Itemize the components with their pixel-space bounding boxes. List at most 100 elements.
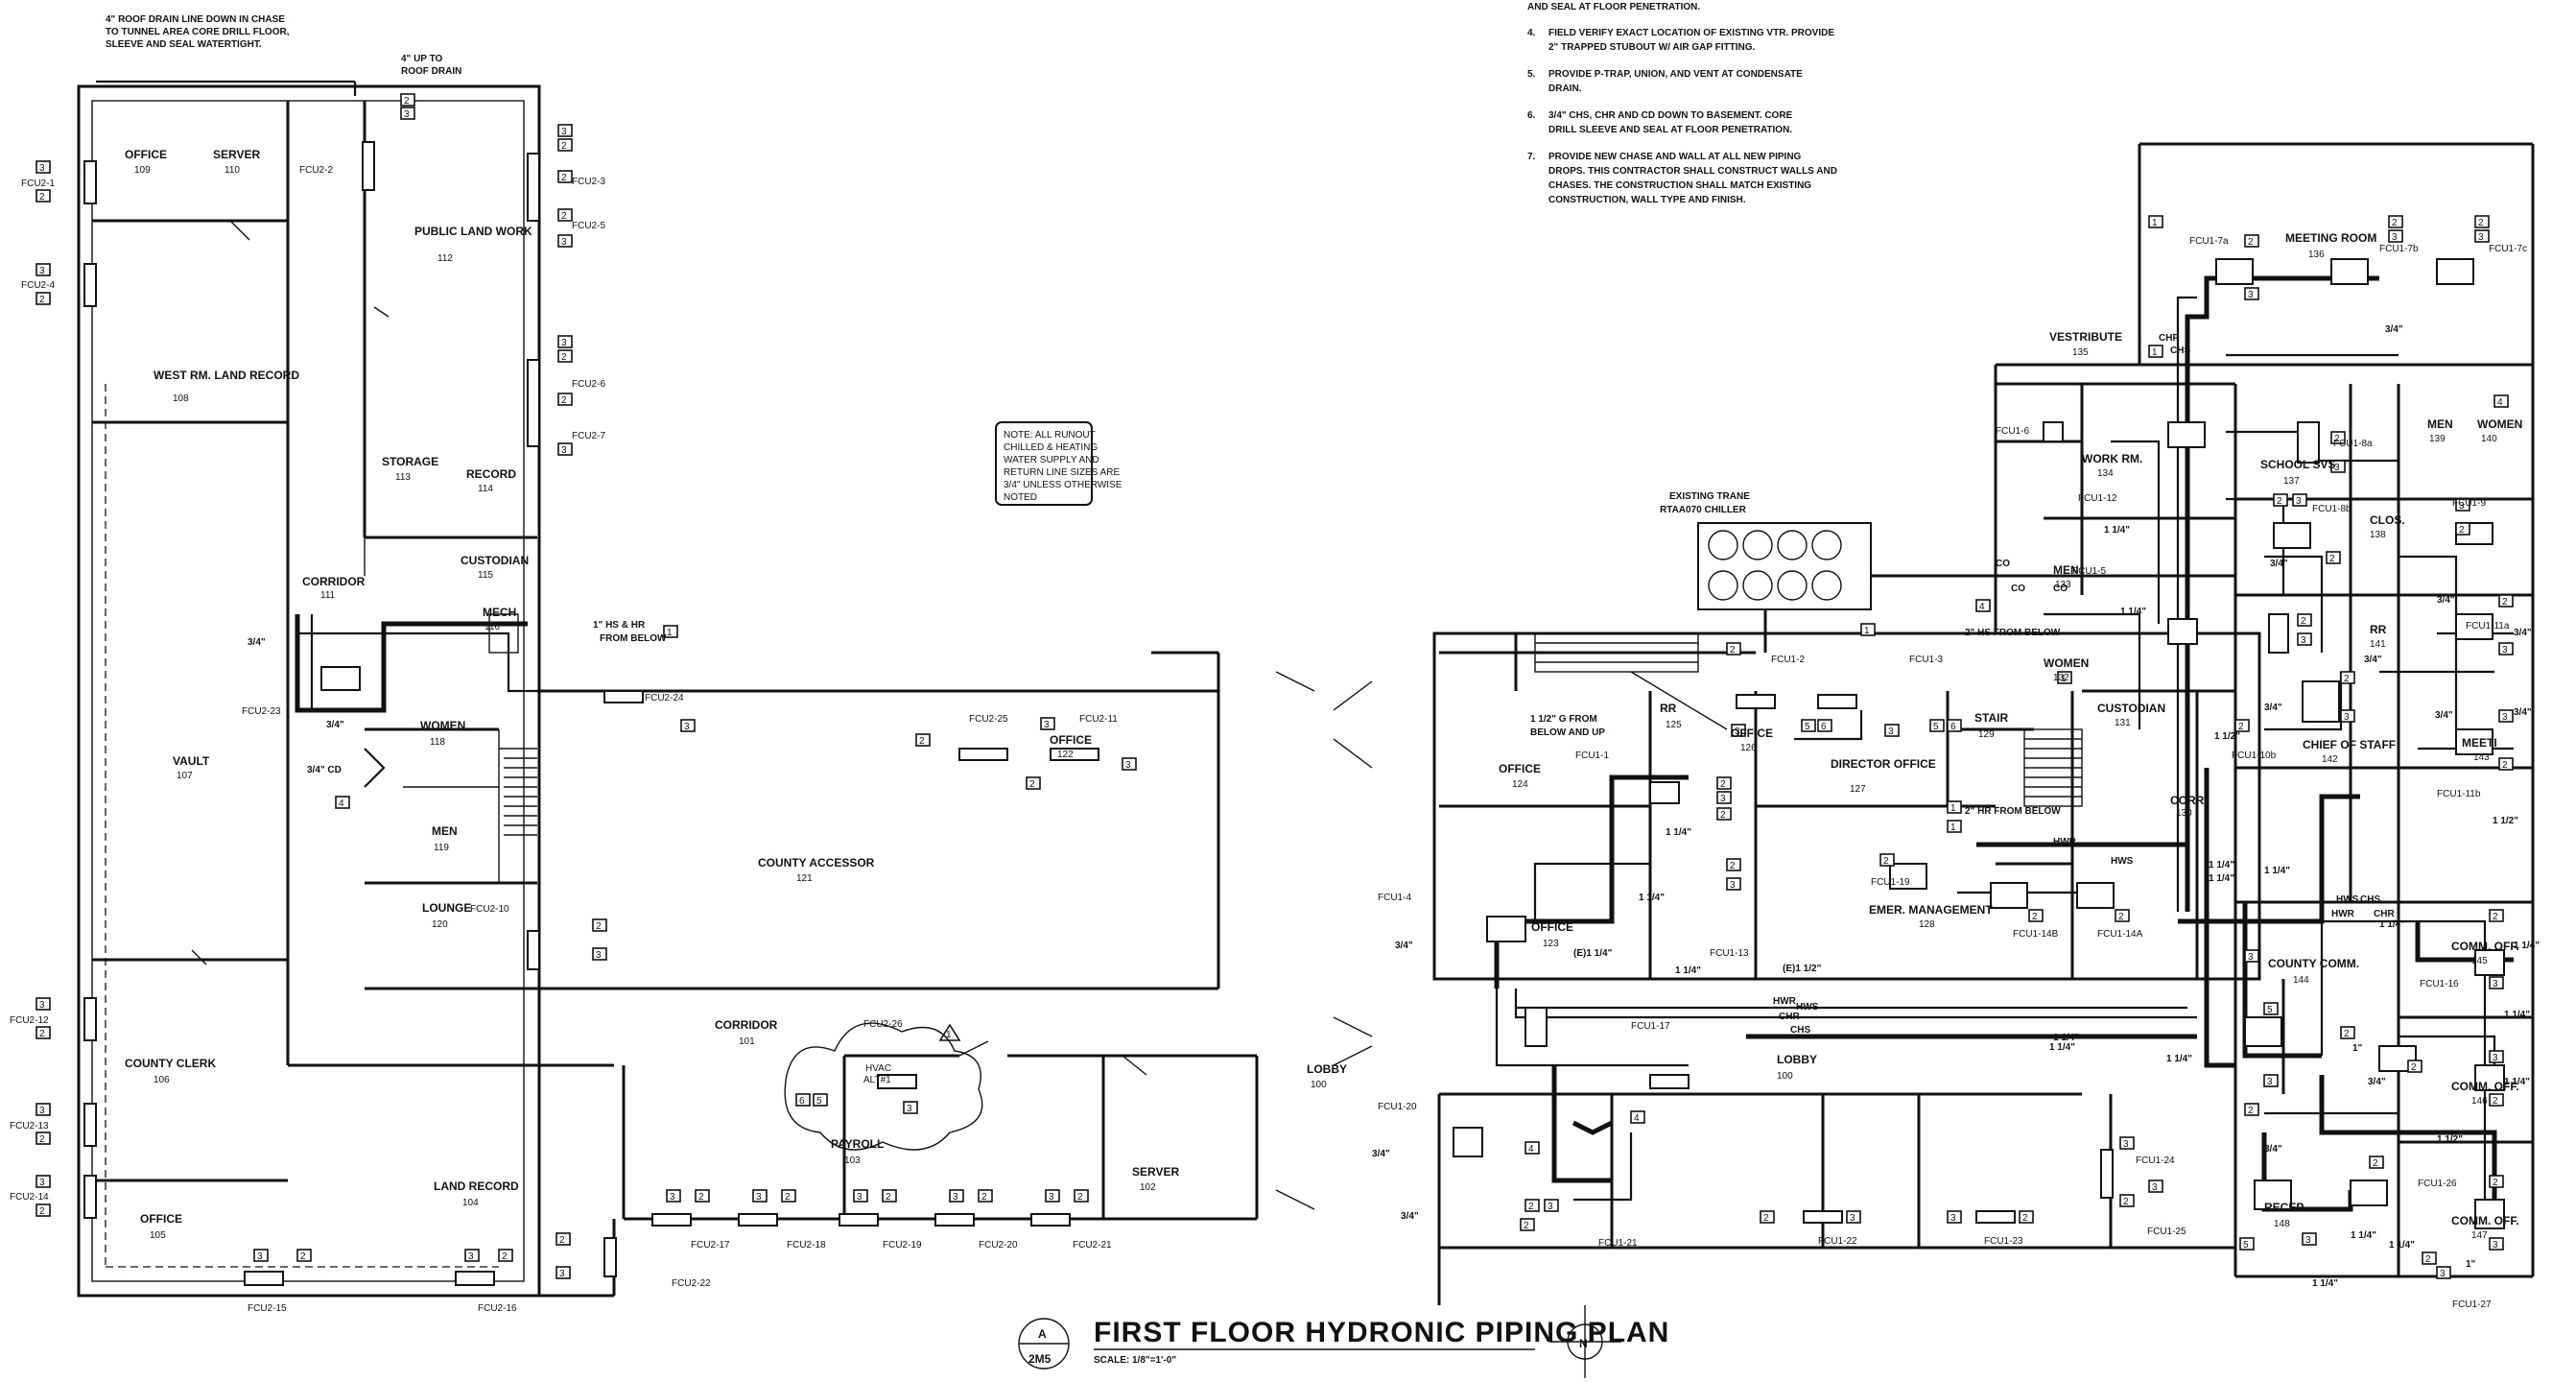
svg-text:3: 3 [561,127,567,137]
svg-text:5: 5 [2267,1005,2273,1015]
unit-tag: FCU1-21 [1598,1238,1638,1249]
svg-text:2: 2 [39,295,45,305]
general-note-7-a: PROVIDE NEW CHASE AND WALL AT ALL NEW PI… [1548,152,1802,162]
unit-tag: FCU1-8b [2312,504,2351,514]
svg-text:2: 2 [561,173,567,183]
unit-tag: FCU2-5 [572,221,605,231]
svg-text:2: 2 [2329,554,2335,564]
unit-tag: FCU2-1 [21,179,55,189]
pipe-size: CHS [2360,894,2380,905]
svg-text:3: 3 [1950,1213,1956,1224]
room-number: 132 [2053,673,2069,683]
unit-tag: FCU2-10 [470,904,509,915]
unit-tag: FCU2-22 [672,1278,711,1289]
room-number: 121 [796,873,813,884]
svg-text:2: 2 [2248,1106,2254,1116]
svg-text:2: 2 [2344,1029,2350,1039]
svg-text:3: 3 [39,1178,45,1188]
pipe-size: 1" [2466,1259,2476,1270]
unit-tag: FCU1-12 [2078,493,2117,504]
unit-tag: FCU1-10b [2232,751,2277,761]
room-number: 105 [150,1230,166,1241]
general-note-7-num: 7. [1527,152,1536,162]
svg-text:3: 3 [1735,727,1740,737]
svg-text:2: 2 [1730,861,1736,871]
room-name: LOUNGE [422,901,471,915]
unit-tag: FCU2-3 [572,177,605,187]
room-name: MEN [432,824,458,838]
room-name: WEST RM. LAND RECORD [154,369,299,382]
pipe-size: 3/4" [2435,710,2453,721]
unit-tag: FCU2-13 [10,1121,49,1132]
room-name: LOBBY [1777,1053,1817,1066]
room-number: 128 [1919,919,1935,930]
note-up-2: ROOF DRAIN [401,66,461,77]
svg-text:2: 2 [2277,496,2282,507]
svg-text:2: 2 [1528,1202,1534,1212]
svg-text:3: 3 [670,1192,675,1203]
unit-tag: FCU1-11b [2437,789,2481,799]
general-note-6-num: 6. [1527,110,1536,121]
svg-text:1: 1 [946,1030,952,1040]
svg-text:3: 3 [2493,979,2498,989]
pipe-size: CHR [2374,909,2395,919]
svg-text:2: 2 [596,921,602,932]
pipe-size: 1 1/4" [2049,1042,2075,1053]
svg-text:3: 3 [684,722,690,732]
room-number: 141 [2370,639,2386,650]
room-name: RR [2370,623,2387,636]
svg-text:2: 2 [1720,779,1726,790]
note-roof-drain-3: SLEEVE AND SEAL WATERTIGHT. [106,39,262,50]
svg-text:2: 2 [39,192,45,203]
svg-text:3: 3 [561,338,567,348]
svg-text:2: 2 [2238,722,2244,732]
svg-text:3: 3 [257,1251,263,1262]
room-name: MEN [2053,563,2079,577]
svg-text:2: 2 [39,1134,45,1145]
room-name: COMM. OFF. [2451,1214,2519,1227]
svg-text:3: 3 [561,237,567,248]
svg-text:2: 2 [1730,645,1736,655]
pipe-size: HWR [1773,996,1797,1007]
room-name: OFFICE [140,1212,182,1226]
svg-text:4: 4 [339,798,344,809]
pipe-size: 1 1/4" [2351,1230,2376,1241]
unit-tag: FCU2-14 [10,1192,49,1203]
room-name: RECORD [466,467,516,481]
fan-coil-units [83,141,2505,1286]
pipe-size: CHR [1779,1012,1800,1022]
svg-text:2: 2 [39,1206,45,1217]
pipe-size: 1 1/2" [2214,731,2240,742]
room-name: CHIEF OF STAFF [2303,738,2396,751]
svg-text:2: 2 [919,736,925,747]
unit-tag: FCU1-27 [2452,1299,2492,1310]
unit-tag: FCU2-7 [572,431,605,441]
svg-text:3: 3 [2502,712,2508,723]
unit-tag: FCU1-24 [2136,1156,2175,1166]
svg-text:5: 5 [2243,1240,2249,1251]
north-arrow [1549,1305,1621,1378]
general-note-6-b: DRILL SLEEVE AND SEAL AT FLOOR PENETRATI… [1548,125,1792,135]
room-name: COUNTY COMM. [2268,957,2359,970]
svg-text:2: 2 [2123,1197,2129,1207]
svg-text:3: 3 [39,163,45,174]
svg-text:2: 2 [561,395,567,406]
pipe-size: CHR [2159,333,2180,344]
svg-text:3: 3 [1730,880,1736,891]
svg-text:3: 3 [2493,1240,2498,1251]
unit-tag: FCU2-24 [645,693,684,703]
svg-text:2: 2 [561,352,567,363]
general-note-5-b: DRAIN. [1548,83,1582,94]
pipe-size: HWR [2331,909,2355,919]
svg-text:3: 3 [2502,645,2508,655]
unit-tag: FCU2-11 [1079,714,1118,725]
room-name: MEETING ROOM [2285,231,2376,245]
pipe-size: CHS [1790,1025,1810,1036]
title-block: FIRST FLOOR HYDRONIC PIPING PLAN SCALE: … [1028,1317,1668,1366]
room-name: OFFICE [1731,727,1773,740]
pipe-size: 1 1/4" [2389,1240,2415,1251]
room-number: 100 [1777,1071,1793,1082]
svg-text:2: 2 [1763,1213,1769,1224]
room-number: 134 [2097,468,2114,479]
pipe-size: 1 1/2" [2437,1134,2463,1145]
